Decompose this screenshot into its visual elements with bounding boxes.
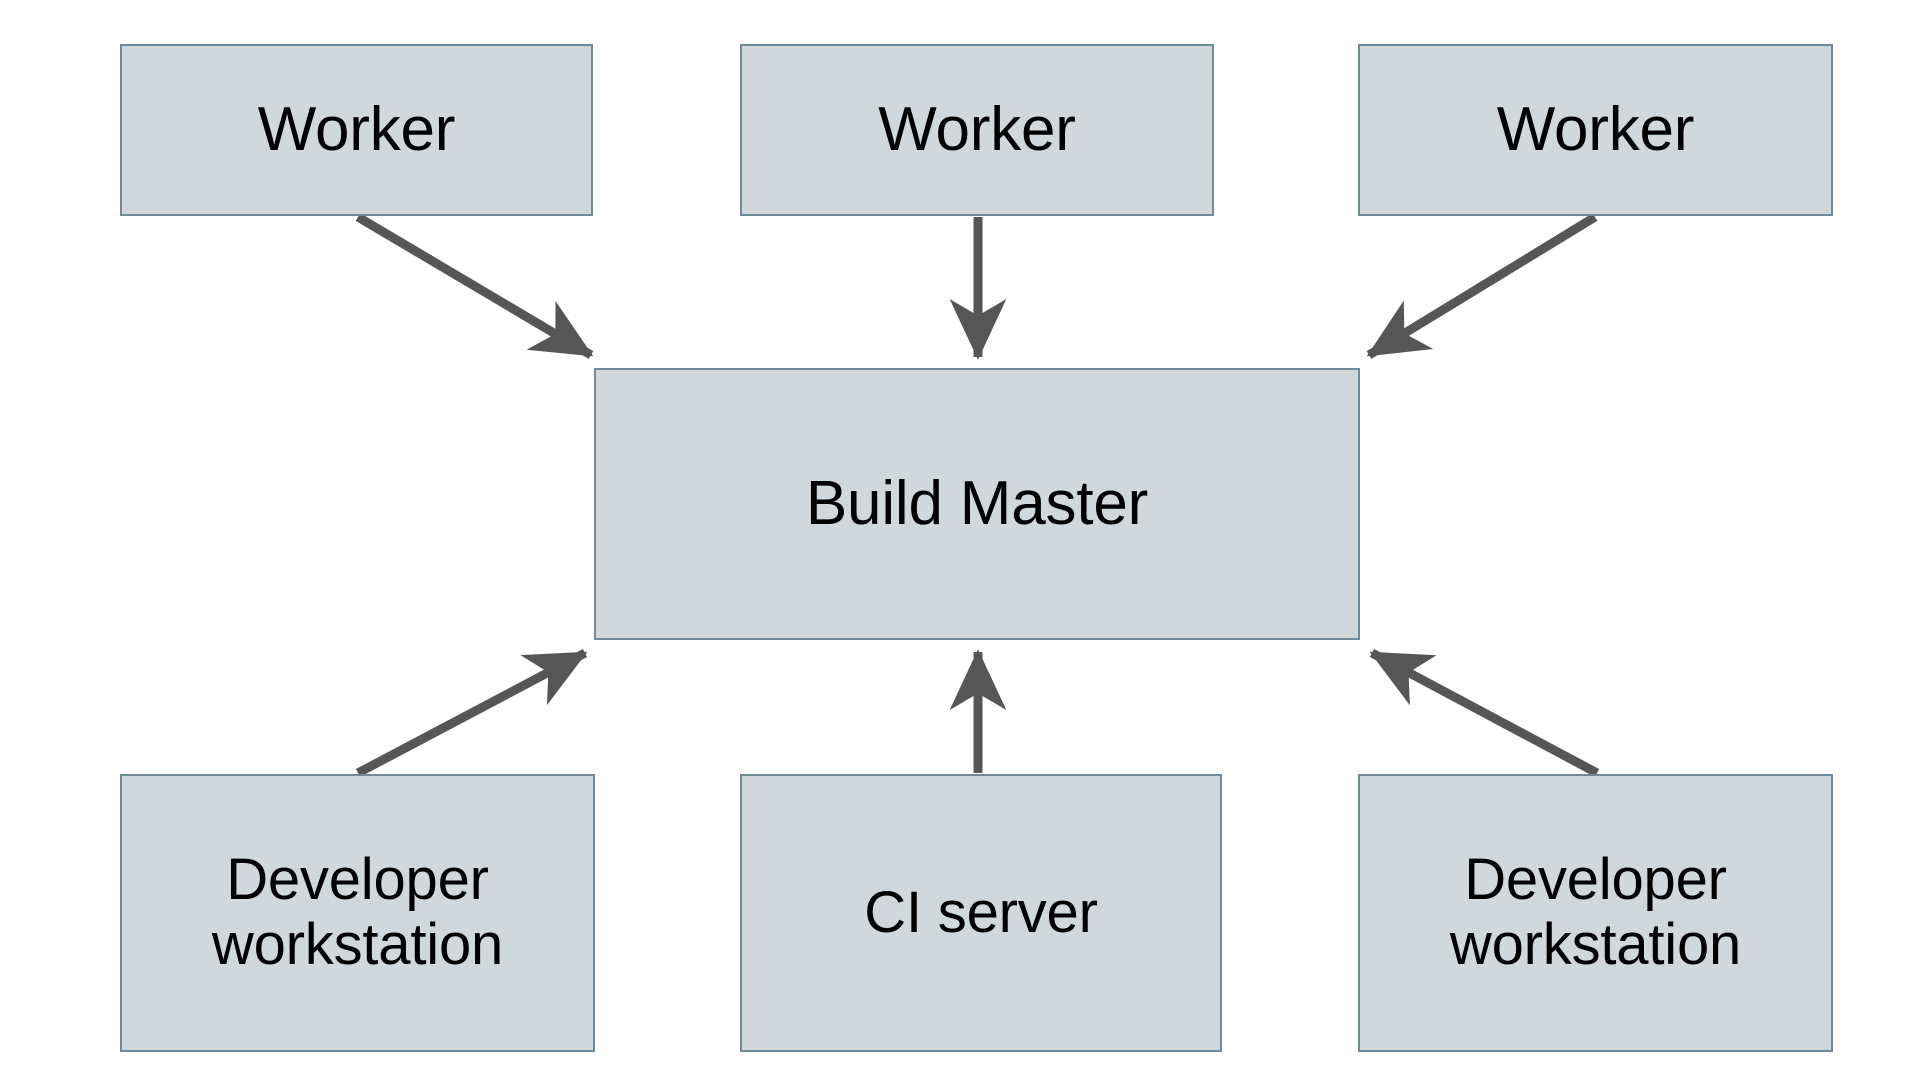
node-worker-right[interactable]: Worker [1358, 44, 1833, 216]
edge-worker-left-to-build-master [355, 213, 594, 359]
edge-worker-right-to-build-master [1366, 213, 1598, 359]
node-worker-center[interactable]: Worker [740, 44, 1214, 216]
node-developer-workstation-right[interactable]: Developer workstation [1358, 774, 1833, 1052]
node-worker-right-label: Worker [1496, 95, 1695, 165]
node-developer-workstation-left-label: Developer workstation [211, 847, 504, 977]
edge-developer-workstation-left-to-build-master [355, 649, 588, 777]
node-worker-center-label: Worker [878, 95, 1076, 165]
edge-developer-workstation-right-to-build-master [1369, 649, 1600, 777]
node-ci-server-label: CI server [864, 879, 1098, 945]
node-developer-workstation-right-label: Developer workstation [1449, 847, 1742, 977]
node-build-master-label: Build Master [805, 469, 1149, 539]
node-worker-left[interactable]: Worker [120, 44, 593, 216]
node-worker-left-label: Worker [257, 95, 456, 165]
node-developer-workstation-left[interactable]: Developer workstation [120, 774, 595, 1052]
node-build-master[interactable]: Build Master [594, 368, 1360, 640]
node-ci-server[interactable]: CI server [740, 774, 1222, 1052]
